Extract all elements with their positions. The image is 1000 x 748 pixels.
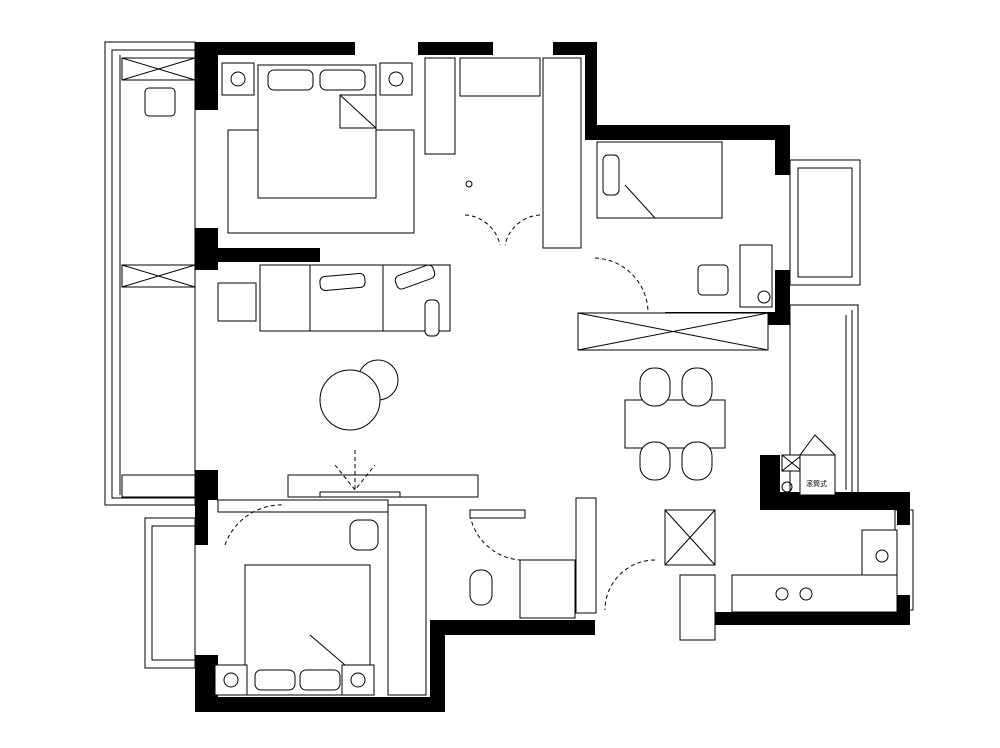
living-room (121, 264, 479, 498)
kitchen (604, 509, 898, 641)
toilet (469, 569, 493, 606)
bathroom (469, 497, 597, 619)
wardrobe (424, 57, 456, 155)
exterior-lines (104, 41, 914, 669)
pillow (267, 69, 314, 91)
sink (861, 529, 898, 576)
master-bedroom (121, 57, 582, 249)
desk (739, 244, 773, 308)
nightstand (379, 62, 413, 96)
washer-label: 滚筒式 (806, 479, 827, 488)
wardrobe (459, 57, 541, 97)
coffee-table (319, 369, 381, 431)
nightstand (221, 62, 255, 96)
ceiling-light-icon (465, 180, 473, 188)
chair (349, 519, 379, 551)
washer (799, 454, 836, 496)
chair (697, 264, 729, 296)
wardrobe (387, 504, 427, 696)
second-bedroom (577, 141, 773, 351)
countertop (731, 574, 898, 613)
dining-table (624, 399, 726, 449)
laundry: 滚筒式 (781, 434, 836, 496)
third-bedroom (214, 499, 427, 696)
dining-area (624, 367, 726, 481)
side-table (217, 282, 257, 322)
armchair (144, 87, 176, 117)
wardrobe (542, 57, 582, 249)
pillow (319, 69, 366, 91)
